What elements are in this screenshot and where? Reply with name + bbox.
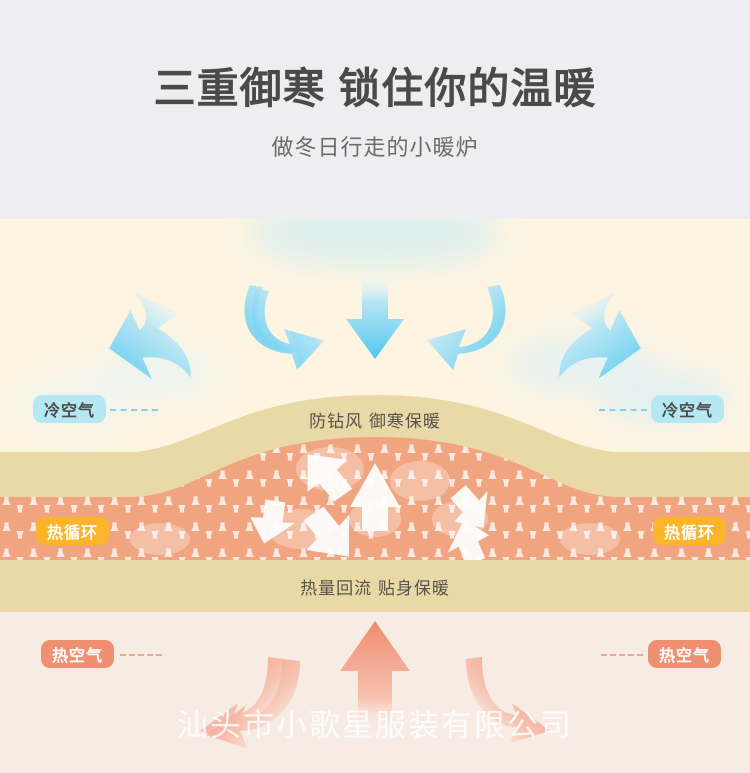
diagram-stage: 防钻风 御寒保暖 热量回流 贴身保暖 冷空气 冷空气 热循环 热循环 热空气 热… bbox=[0, 219, 750, 773]
cold-air-arrow-curved-inner-left bbox=[244, 285, 324, 370]
cold-air-arrow-curved-outer-right bbox=[559, 293, 641, 380]
badge-heat-circulation-right[interactable]: 热循环 bbox=[652, 517, 726, 545]
leader-line-cold-left bbox=[110, 409, 158, 411]
page-title: 三重御寒 锁住你的温暖 bbox=[153, 65, 597, 112]
cold-air-arrow-curved-inner-right bbox=[427, 285, 506, 370]
windproof-dome-shape bbox=[118, 395, 632, 453]
warm-air-arrow-curved-left bbox=[200, 657, 300, 749]
header-section: 三重御寒 锁住你的温暖 做冬日行走的小暖炉 bbox=[0, 0, 750, 219]
badge-cold-air-right[interactable]: 冷空气 bbox=[650, 395, 724, 423]
leader-line-cold-right bbox=[599, 409, 647, 411]
page-subtitle: 做冬日行走的小暖炉 bbox=[271, 135, 479, 161]
heat-circulation-arrows bbox=[130, 447, 620, 560]
leader-line-warm-left bbox=[120, 654, 162, 656]
leader-line-warm-right bbox=[601, 654, 643, 656]
cold-air-arrow-curved-outer-left bbox=[109, 293, 191, 380]
badge-heat-circulation-left[interactable]: 热循环 bbox=[36, 517, 110, 545]
diagram-graphics-layer bbox=[0, 271, 750, 749]
cold-air-arrow-down-center bbox=[346, 271, 404, 359]
warm-air-arrow-curved-right bbox=[466, 657, 550, 743]
badge-cold-air-left[interactable]: 冷空气 bbox=[33, 395, 107, 423]
badge-hot-air-right[interactable]: 热空气 bbox=[647, 640, 721, 668]
warm-air-arrow-up-center bbox=[340, 621, 410, 739]
shell-bottom-caption: 热量回流 贴身保暖 bbox=[300, 579, 450, 598]
badge-hot-air-left[interactable]: 热空气 bbox=[41, 640, 115, 668]
shell-top-caption: 防钻风 御寒保暖 bbox=[309, 412, 441, 431]
